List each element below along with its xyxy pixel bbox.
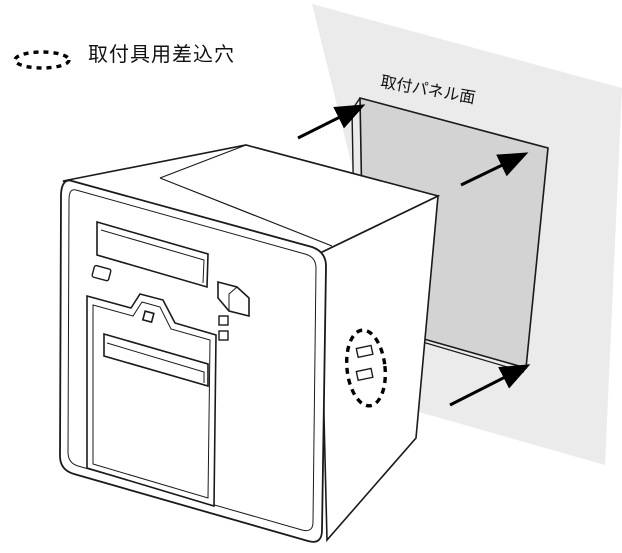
indicator-light-1 — [218, 315, 229, 326]
dashed-oval-icon — [13, 50, 71, 70]
large-right-button-edge — [228, 286, 238, 311]
device-top-back — [159, 144, 247, 179]
arrow-top-left — [297, 104, 366, 140]
paper-slot-inner — [106, 342, 205, 383]
mounting-hole-highlight — [344, 328, 388, 408]
indicator-light-2 — [218, 330, 229, 341]
arrow-middle-right — [460, 152, 529, 187]
mounting-hole-lower — [355, 367, 374, 382]
small-left-button — [91, 264, 112, 282]
arrow-bottom-right — [449, 364, 531, 407]
device-top-bezel — [159, 177, 333, 247]
paper-slot — [103, 332, 209, 388]
device-front-inner — [67, 189, 317, 532]
display-window — [96, 220, 209, 289]
paper-door-inner — [92, 301, 211, 499]
mounting-hole-upper — [355, 344, 374, 359]
legend-label: 取付具用差込穴 — [88, 42, 235, 66]
device-side — [319, 194, 439, 543]
display-window-inner — [100, 229, 205, 284]
door-latch — [141, 310, 155, 324]
